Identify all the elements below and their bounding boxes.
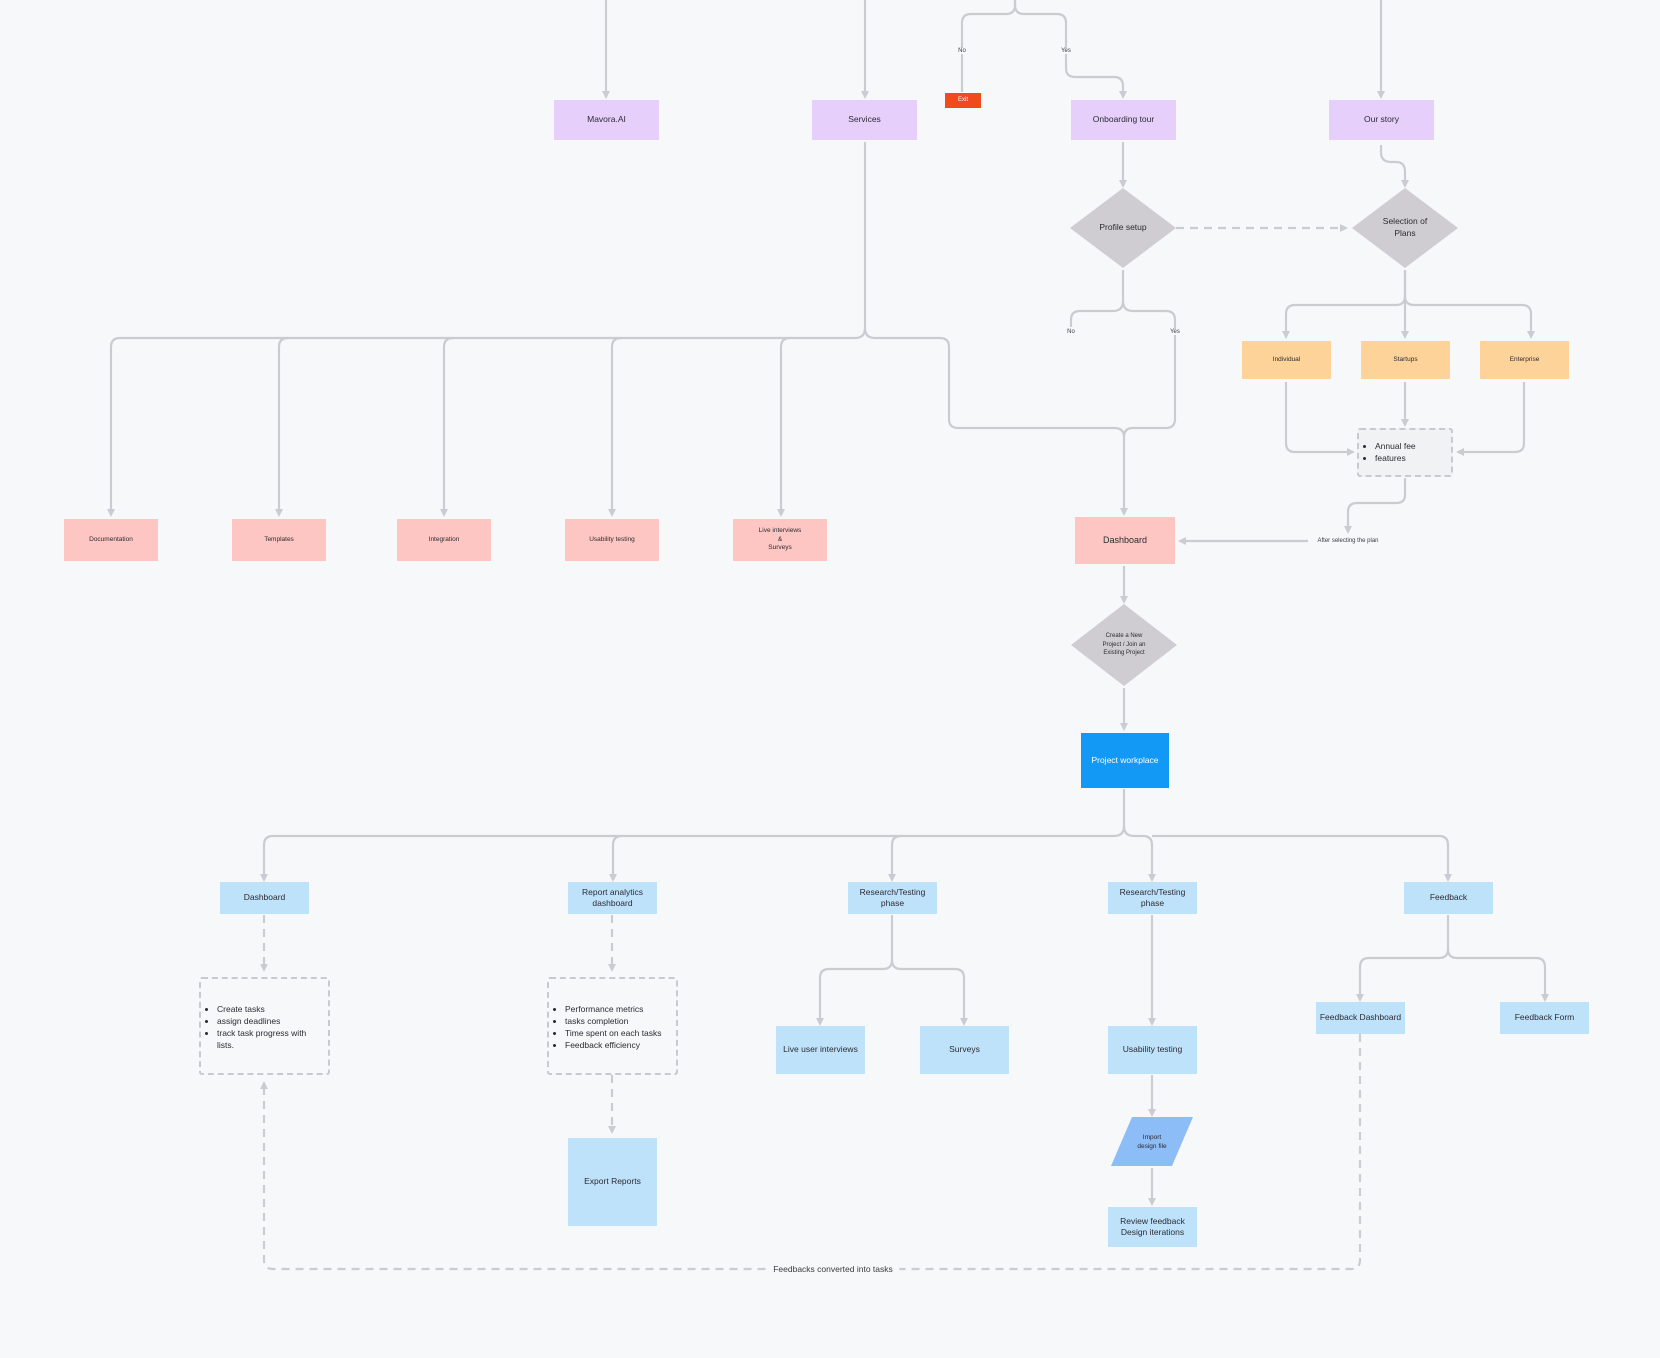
edge-feedback-loop-dashed — [260, 1034, 1362, 1271]
edge-top-no — [960, 0, 1017, 92]
services-live-interviews-surveys[interactable]: Live interviews & Surveys — [733, 519, 827, 561]
feedback-dashboard-node[interactable]: Feedback Dashboard — [1316, 1002, 1405, 1034]
edge-feedback-form — [1446, 948, 1549, 1002]
edge-workplace-feedback — [1152, 834, 1452, 882]
edge-enterprise-details — [1456, 382, 1526, 456]
review-feedback-node[interactable]: Review feedback Design iterations — [1108, 1207, 1197, 1247]
import-design-text[interactable]: Import design file — [1137, 1133, 1167, 1150]
edge-profile-no — [1069, 270, 1125, 327]
top-yes-label: Yes — [1060, 48, 1072, 54]
edge-individual-details — [1284, 382, 1355, 456]
feedback-loop-label: Feedbacks converted into tasks — [767, 1264, 899, 1274]
edge-selection-plans — [1282, 270, 1407, 339]
exit-node[interactable]: Exit — [945, 93, 981, 108]
onboarding-tour-node[interactable]: Onboarding tour — [1071, 100, 1176, 140]
project-workplace-node[interactable]: Project workplace — [1081, 733, 1169, 788]
live-user-interviews-node[interactable]: Live user interviews — [776, 1026, 865, 1074]
surveys-node[interactable]: Surveys — [920, 1026, 1009, 1074]
feedback-node[interactable]: Feedback — [1404, 882, 1493, 914]
import-design-shape — [1111, 1117, 1193, 1166]
profile-setup-diamond — [1070, 188, 1176, 268]
metric-item: tasks completion — [565, 1016, 672, 1028]
workspace-dashboard-node[interactable]: Dashboard — [220, 882, 309, 914]
metric-item: Feedback efficiency — [565, 1040, 672, 1052]
edge-services-templates — [275, 336, 289, 517]
services-templates[interactable]: Templates — [232, 519, 326, 561]
edge-services-dashboard — [863, 327, 1128, 516]
plan-enterprise[interactable]: Enterprise — [1480, 341, 1569, 379]
plan-detail-item: features — [1375, 453, 1447, 465]
edge-profile-yes — [1121, 300, 1177, 438]
plan-startups[interactable]: Startups — [1361, 341, 1450, 379]
plan-details-box: Annual fee features — [1357, 428, 1453, 477]
task-item: assign deadlines — [217, 1016, 322, 1028]
plan-detail-item: Annual fee — [1375, 441, 1447, 453]
research-testing-node-2[interactable]: Research/Testing phase — [1108, 882, 1197, 914]
create-project-text: Create a New Project / Join an Existing … — [1102, 633, 1146, 657]
edge-services-live — [777, 336, 791, 517]
dashboard-tasks-box: Create tasks assign deadlines track task… — [199, 977, 330, 1075]
services-node[interactable]: Services — [812, 100, 917, 140]
plan-individual[interactable]: Individual — [1242, 341, 1331, 379]
metric-item: Time spent on each tasks — [565, 1028, 672, 1040]
main-dashboard-node[interactable]: Dashboard — [1075, 517, 1175, 564]
create-project-diamond — [1071, 604, 1177, 686]
export-reports-node[interactable]: Export Reports — [568, 1138, 657, 1226]
report-metrics-box: Performance metrics tasks completion Tim… — [547, 977, 678, 1075]
feedback-form-node[interactable]: Feedback Form — [1500, 1002, 1589, 1034]
task-item: Create tasks — [217, 1004, 322, 1016]
profile-no-label: No — [1066, 329, 1076, 335]
metric-item: Performance metrics — [565, 1004, 672, 1016]
after-selecting-plan-label: After selecting the plan — [1316, 538, 1380, 544]
edge-feedback-dashboard — [1356, 915, 1450, 1002]
edge-story-selection — [1379, 145, 1409, 188]
profile-setup-text: Profile setup — [1099, 222, 1147, 233]
edge-workplace-research2 — [1122, 825, 1156, 882]
task-item: track task progress with lists. — [217, 1028, 322, 1052]
selection-of-plans-text: Selection of Plans — [1382, 216, 1428, 238]
edge-selection-enterprise — [1403, 295, 1535, 339]
mavora-node[interactable]: Mavora.AI — [554, 100, 659, 140]
edge-services-usability — [608, 336, 622, 517]
selection-plans-diamond — [1352, 188, 1458, 268]
edge-workplace-trunk — [260, 789, 1126, 882]
usability-testing-node[interactable]: Usability testing — [1108, 1026, 1197, 1074]
our-story-node[interactable]: Our story — [1329, 100, 1434, 140]
edge-details-after — [1344, 478, 1407, 534]
edge-workplace-research1 — [888, 834, 902, 882]
edge-workplace-report — [609, 834, 623, 882]
services-documentation[interactable]: Documentation — [64, 519, 158, 561]
research-testing-node-1[interactable]: Research/Testing phase — [848, 882, 937, 914]
profile-yes-label: Yes — [1169, 329, 1181, 335]
edge-research-live — [816, 915, 894, 1026]
top-no-label: No — [957, 48, 967, 54]
edge-services-integration — [440, 336, 454, 517]
report-analytics-node[interactable]: Report analytics dashboard — [568, 882, 657, 914]
edge-services-documentation — [107, 327, 867, 517]
edge-top-yes — [1013, 0, 1127, 99]
services-usability-testing[interactable]: Usability testing — [565, 519, 659, 561]
edge-research-surveys — [890, 959, 968, 1026]
services-integration[interactable]: Integration — [397, 519, 491, 561]
